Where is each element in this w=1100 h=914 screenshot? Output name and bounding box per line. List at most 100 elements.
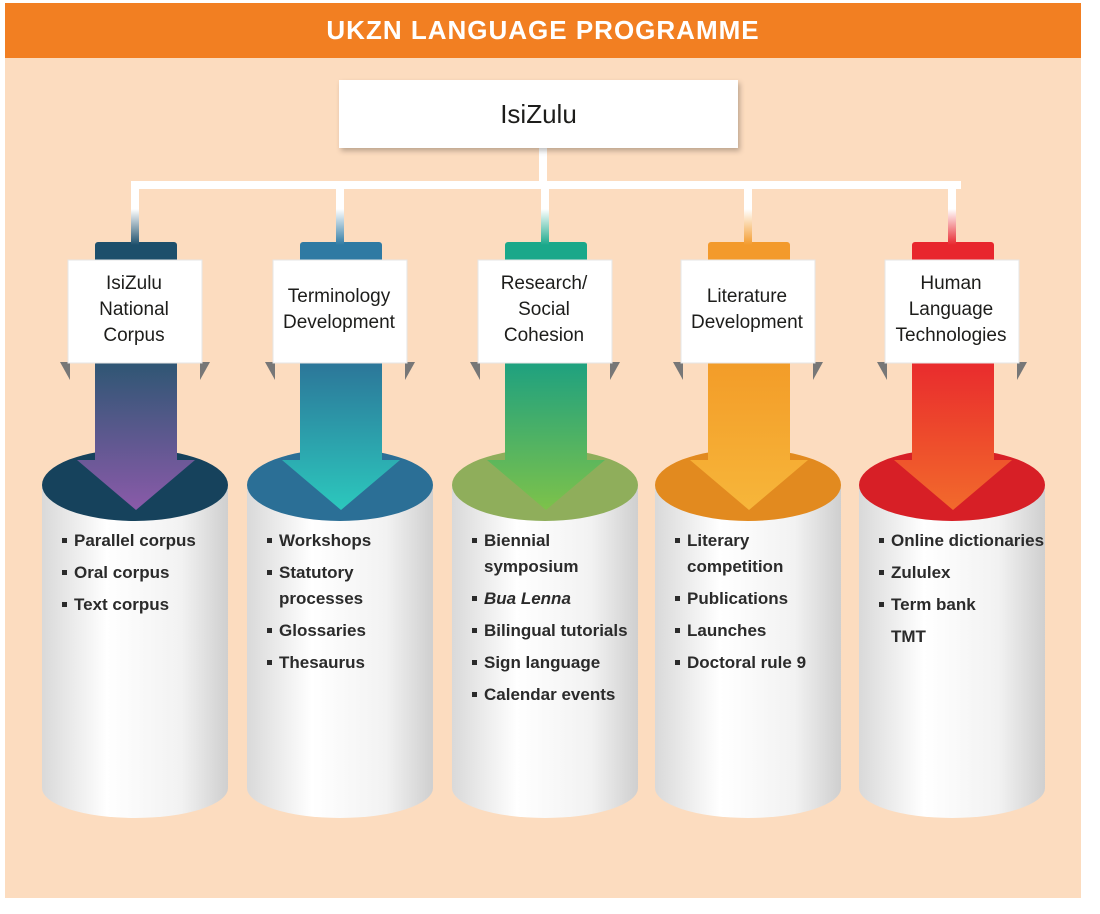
bullet-icon (267, 538, 272, 543)
branch-label-text: IsiZulu National Corpus (99, 273, 169, 346)
list-item: Launches (675, 618, 845, 644)
label-fold-left (60, 362, 70, 380)
label-box (477, 259, 613, 364)
cylinder-body (859, 485, 1045, 818)
bullet-icon (675, 538, 680, 543)
list-item: Online dictionaries (879, 528, 1049, 554)
branch-arrow (77, 350, 195, 510)
branch-connector (541, 185, 549, 245)
label-fold-left (673, 362, 683, 380)
branch-arrow (487, 350, 605, 510)
branch-label: IsiZulu National Corpus (65, 260, 203, 360)
label-fold-right (1017, 362, 1027, 380)
branch-connector (948, 185, 956, 245)
label-fold-right (200, 362, 210, 380)
list-item: Workshops (267, 528, 437, 554)
list-item: Oral corpus (62, 560, 232, 586)
branch-arrow (282, 350, 400, 510)
root-stem-line (539, 148, 547, 188)
cylinder-body (42, 485, 228, 818)
label-fold-left (877, 362, 887, 380)
list-item: Calendar events (472, 682, 642, 708)
branch-label-text: Research/ Social Cohesion (500, 273, 588, 346)
cylinder-body (655, 485, 841, 818)
list-item-text: Calendar events (484, 685, 616, 704)
branch-connector (744, 185, 752, 245)
bullet-icon (472, 692, 477, 697)
list-item-text: Oral corpus (74, 563, 170, 582)
bullet-icon (472, 596, 477, 601)
label-box (884, 259, 1020, 364)
label-fold-left (470, 362, 480, 380)
list-item: Doctoral rule 9 (675, 650, 845, 676)
list-item-text: Bua Lenna (484, 589, 571, 608)
list-item: Statutory processes (267, 560, 437, 612)
bullet-icon (879, 538, 884, 543)
label-fold-right (610, 362, 620, 380)
bullet-icon (675, 660, 680, 665)
branch-graphic (859, 242, 1045, 818)
label-fold-left (265, 362, 275, 380)
branch-arrow (690, 350, 808, 510)
bullet-icon (62, 570, 67, 575)
list-item-text: Statutory processes (279, 563, 364, 608)
list-item: Biennial symposium (472, 528, 642, 580)
list-item: Text corpus (62, 592, 232, 618)
cylinder-body (247, 485, 433, 818)
cylinder-body (452, 485, 638, 818)
branch-label: Research/ Social Cohesion (475, 260, 613, 360)
list-item: Zululex (879, 560, 1049, 586)
branch-label: Terminology Development (270, 260, 408, 360)
list-item-text: TMT (891, 627, 926, 646)
list-item: Sign language (472, 650, 642, 676)
list-item-text: Biennial symposium (484, 531, 579, 576)
list-item: Publications (675, 586, 845, 612)
list-item-text: Online dictionaries (891, 531, 1045, 550)
root-label: IsiZulu (500, 98, 577, 129)
bullet-icon (62, 602, 67, 607)
label-box (67, 259, 203, 364)
branch-arrow (894, 350, 1012, 510)
list-item-text: Publications (687, 589, 789, 608)
list-item-text: Sign language (484, 653, 601, 672)
bullet-icon (879, 570, 884, 575)
bullet-icon (472, 660, 477, 665)
list-item: Bilingual tutorials (472, 618, 642, 644)
list-item-text: Bilingual tutorials (484, 621, 628, 640)
list-item: Glossaries (267, 618, 437, 644)
list-item-text: Workshops (279, 531, 372, 550)
label-fold-right (405, 362, 415, 380)
label-box (680, 259, 816, 364)
list-item-text: Zululex (891, 563, 951, 582)
branch-graphic (655, 242, 841, 818)
branch-graphic (247, 242, 433, 818)
branch-label-text: Terminology Development (283, 286, 395, 333)
branch-connector (131, 185, 139, 245)
list-item-text: Parallel corpus (74, 531, 196, 550)
list-item: Parallel corpus (62, 528, 232, 554)
branch-label: Literature Development (678, 260, 816, 360)
bullet-icon (472, 538, 477, 543)
list-item-text: Launches (687, 621, 767, 640)
banner-title: UKZN LANGUAGE PROGRAMME (5, 3, 1081, 58)
list-item-text: Term bank (891, 595, 976, 614)
bullet-icon (879, 602, 884, 607)
label-box (272, 259, 408, 364)
bullet-icon (62, 538, 67, 543)
list-item: Term bank (879, 592, 1049, 618)
list-item-text: Glossaries (279, 621, 366, 640)
bullet-icon (675, 628, 680, 633)
bullet-icon (267, 660, 272, 665)
branch-graphic (42, 242, 228, 818)
list-item-text: Text corpus (74, 595, 170, 614)
